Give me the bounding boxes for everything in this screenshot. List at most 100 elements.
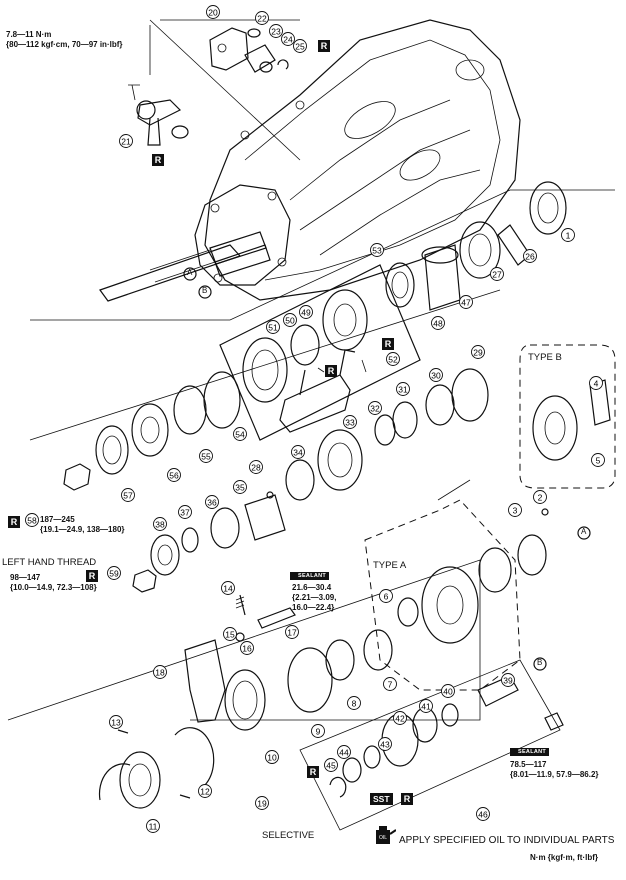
svg-text:9: 9 <box>316 727 321 737</box>
callout-33: 33 <box>343 415 357 429</box>
callout-12: 12 <box>198 784 212 798</box>
callout-41: 41 <box>419 699 433 713</box>
callout-29: 29 <box>471 345 485 359</box>
oil-icon-text: OIL <box>379 835 387 841</box>
svg-text:32: 32 <box>370 404 380 414</box>
callout-50: 50 <box>283 313 297 327</box>
oil-can-icon: OIL <box>370 822 397 846</box>
replace-mark-21: R <box>152 154 164 166</box>
callout-51: 51 <box>266 320 280 334</box>
callout-6: 6 <box>379 589 393 603</box>
svg-text:26: 26 <box>525 252 535 262</box>
callout-47: 47 <box>459 295 473 309</box>
callout-2: 2 <box>533 490 547 504</box>
svg-text:45: 45 <box>326 761 336 771</box>
transmission-case <box>99 19 521 302</box>
svg-text:10: 10 <box>267 753 277 763</box>
callout-numbers: 1234567891011121314151617181920212223242… <box>25 5 605 833</box>
selective-label: SELECTIVE <box>262 830 315 841</box>
sst-mark: SST <box>370 793 393 805</box>
callout-52: 52 <box>386 352 400 366</box>
svg-text:25: 25 <box>295 42 305 52</box>
replace-mark-52: R <box>382 338 394 350</box>
svg-text:7: 7 <box>388 680 393 690</box>
svg-text:29: 29 <box>473 348 483 358</box>
callout-54: 54 <box>233 427 247 441</box>
svg-text:4: 4 <box>594 379 599 389</box>
svg-text:15: 15 <box>225 630 235 640</box>
ref-b-case: B <box>202 286 208 295</box>
svg-text:14: 14 <box>223 584 233 594</box>
parts-20-25 <box>128 27 289 146</box>
callout-44: 44 <box>337 745 351 759</box>
callout-59: 59 <box>107 566 121 580</box>
svg-text:2: 2 <box>538 493 543 503</box>
svg-text:48: 48 <box>433 319 443 329</box>
replace-mark-45: R <box>307 766 319 778</box>
svg-text:42: 42 <box>395 714 405 724</box>
svg-text:43: 43 <box>380 740 390 750</box>
callout-10: 10 <box>265 750 279 764</box>
svg-text:28: 28 <box>251 463 261 473</box>
svg-text:6: 6 <box>384 592 389 602</box>
callout-45: 45 <box>324 758 338 772</box>
reference-markers <box>183 267 591 671</box>
svg-text:59: 59 <box>109 569 119 579</box>
svg-text:23: 23 <box>271 27 281 37</box>
torque-spec-58: 187—245{19.1—24.9, 138—180} <box>40 515 125 534</box>
callout-25: 25 <box>293 39 307 53</box>
callout-21: 21 <box>119 134 133 148</box>
svg-text:31: 31 <box>398 385 408 395</box>
callout-15: 15 <box>223 627 237 641</box>
callout-39: 39 <box>501 673 515 687</box>
callout-17: 17 <box>285 625 299 639</box>
callout-16: 16 <box>240 641 254 655</box>
callout-53: 53 <box>370 243 384 257</box>
sealant-mark-1: SEALANT <box>290 572 330 580</box>
callout-19: 19 <box>255 796 269 810</box>
callout-31: 31 <box>396 382 410 396</box>
svg-text:51: 51 <box>268 323 278 333</box>
svg-text:5: 5 <box>596 456 601 466</box>
svg-text:40: 40 <box>443 687 453 697</box>
callout-46: 46 <box>476 807 490 821</box>
callout-3: 3 <box>508 503 522 517</box>
type-b-label: TYPE B <box>528 352 562 363</box>
svg-text:39: 39 <box>503 676 513 686</box>
svg-text:38: 38 <box>155 520 165 530</box>
callout-42: 42 <box>393 711 407 725</box>
svg-text:1: 1 <box>566 231 571 241</box>
callout-27: 27 <box>490 267 504 281</box>
synchro-box-49-53 <box>219 264 421 441</box>
ref-b-switch: B <box>537 658 543 667</box>
callout-57: 57 <box>121 488 135 502</box>
svg-text:16: 16 <box>242 644 252 654</box>
svg-text:27: 27 <box>492 270 502 280</box>
parts-28-36 <box>132 368 489 593</box>
svg-text:55: 55 <box>201 452 211 462</box>
torque-spec-59: 98—147{10.0—14.9, 72.3—108} <box>10 573 97 592</box>
callout-32: 32 <box>368 401 382 415</box>
svg-text:50: 50 <box>285 316 295 326</box>
callout-22: 22 <box>255 11 269 25</box>
replace-mark-42: R <box>401 793 413 805</box>
callout-4: 4 <box>589 376 603 390</box>
apply-oil-note: APPLY SPECIFIED OIL TO INDIVIDUAL PARTS <box>399 835 615 846</box>
callout-34: 34 <box>291 445 305 459</box>
callout-8: 8 <box>347 696 361 710</box>
svg-text:21: 21 <box>121 137 131 147</box>
callout-36: 36 <box>205 495 219 509</box>
torque-spec-sealant-2: 78.5—117{8.01—11.9, 57.9—86.2} <box>510 760 599 779</box>
callout-55: 55 <box>199 449 213 463</box>
callout-20: 20 <box>206 5 220 19</box>
svg-text:34: 34 <box>293 448 303 458</box>
parts-39-46 <box>299 659 564 831</box>
callout-9: 9 <box>311 724 325 738</box>
svg-text:56: 56 <box>169 471 179 481</box>
callout-26: 26 <box>523 249 537 263</box>
svg-text:8: 8 <box>352 699 357 709</box>
type-b-box <box>519 344 616 489</box>
svg-text:30: 30 <box>431 371 441 381</box>
callout-48: 48 <box>431 316 445 330</box>
